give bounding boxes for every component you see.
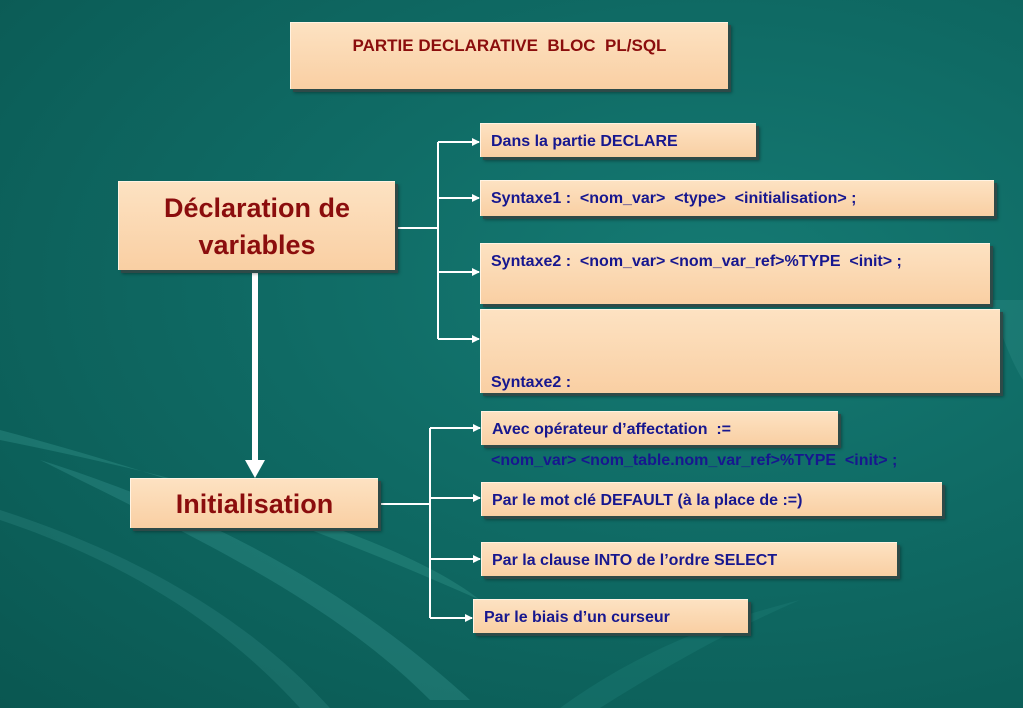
- declare-item-text: Syntaxe2 : <nom_var> <nom_var_ref>%TYPE …: [491, 253, 902, 270]
- init-item-text: Avec opérateur d’affectation :=: [492, 421, 732, 438]
- initialisation-label: Initialisation: [175, 489, 334, 519]
- declare-item-box: Syntaxe1 : <nom_var> <type> <initialisat…: [480, 180, 994, 216]
- init-item-text: Par le biais d’un curseur: [484, 609, 670, 626]
- declare-item-box: Syntaxe2 : <nom_var> <nom_var_ref>%TYPE …: [480, 243, 990, 304]
- declare-item-text: Syntaxe2 : <nom_var> <nom_table.nom_var_…: [491, 318, 897, 526]
- init-item-box: Avec opérateur d’affectation :=: [481, 411, 838, 445]
- declaration-label-line2: variables: [198, 230, 316, 260]
- init-item-text: Par le mot clé DEFAULT (à la place de :=…: [492, 492, 803, 509]
- declaration-box: Déclaration de variables: [118, 181, 395, 270]
- init-item-text: Par la clause INTO de l’ordre SELECT: [492, 552, 778, 569]
- init-item-box: Par la clause INTO de l’ordre SELECT: [481, 542, 897, 576]
- declaration-label-line1: Déclaration de: [163, 193, 351, 223]
- page-title: PARTIE DECLARATIVE BLOC PL/SQL: [352, 36, 667, 55]
- init-item-box: Par le biais d’un curseur: [473, 599, 748, 633]
- declare-item-line1: Syntaxe2 :: [491, 374, 572, 391]
- declare-item-text: Dans la partie DECLARE: [491, 133, 678, 150]
- down-arrow-head: [245, 460, 265, 478]
- initialisation-box: Initialisation: [130, 478, 378, 528]
- init-item-box: Par le mot clé DEFAULT (à la place de :=…: [481, 482, 942, 516]
- declare-item-text: Syntaxe1 : <nom_var> <type> <initialisat…: [491, 190, 857, 207]
- declare-item-box: Syntaxe2 : <nom_var> <nom_table.nom_var_…: [480, 309, 1000, 469]
- title-box: PARTIE DECLARATIVE BLOC PL/SQL: [290, 22, 728, 89]
- declare-item-box: Dans la partie DECLARE: [480, 123, 756, 157]
- declare-item-line2: <nom_var> <nom_table.nom_var_ref>%TYPE <…: [491, 452, 898, 469]
